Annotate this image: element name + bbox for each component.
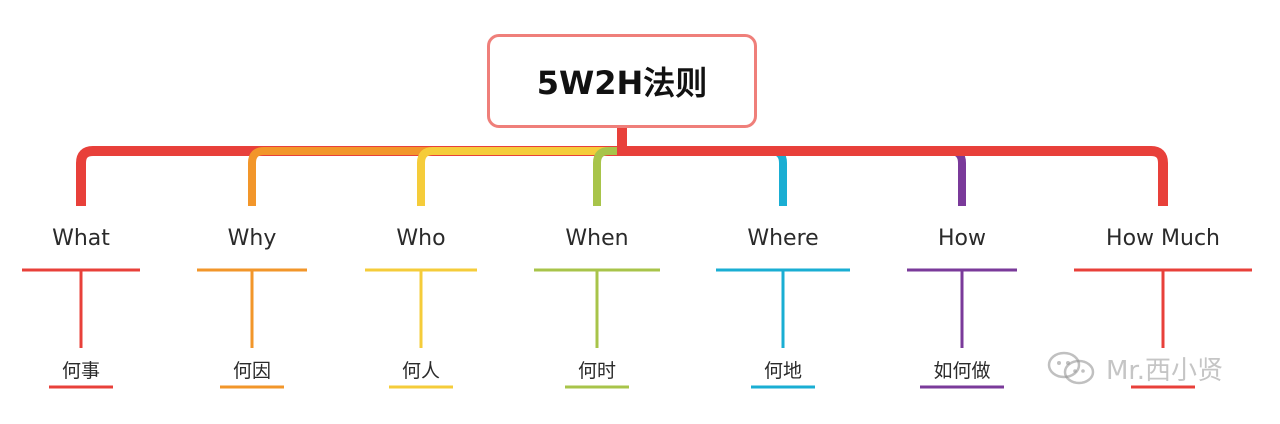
branch-connector <box>622 147 966 206</box>
watermark-text: Mr.西小贤 <box>1106 355 1224 386</box>
branch-label[interactable]: When <box>565 226 629 251</box>
watermark: Mr.西小贤 <box>1046 350 1223 386</box>
sub-label[interactable]: 何事 <box>61 360 101 382</box>
branch-connector <box>622 147 787 206</box>
root-node[interactable]: 5W2H法则 <box>487 34 757 128</box>
branch-7 <box>622 146 1252 389</box>
branch-label[interactable]: What <box>52 226 110 251</box>
root-title: 5W2H法则 <box>536 64 708 102</box>
branch-label[interactable]: Where <box>747 226 819 251</box>
wechat-icon <box>1047 351 1095 385</box>
branch-connector <box>417 147 622 206</box>
sub-label[interactable]: 何人 <box>401 360 441 382</box>
sub-label[interactable]: 如何做 <box>933 360 991 382</box>
branch-connector <box>622 146 1168 206</box>
branch-connector <box>593 147 622 206</box>
branch-connector <box>248 147 622 206</box>
branch-label[interactable]: How Much <box>1106 226 1220 251</box>
branch-label[interactable]: Who <box>396 226 446 251</box>
branch-1 <box>22 146 622 389</box>
branch-label[interactable]: Why <box>227 226 277 251</box>
branch-label[interactable]: How <box>938 226 986 251</box>
sub-label[interactable]: 何时 <box>577 360 617 382</box>
branch-2 <box>197 147 622 389</box>
branch-3 <box>365 147 622 389</box>
sub-label[interactable]: 何地 <box>763 360 803 382</box>
sub-label[interactable]: 何因 <box>232 360 272 382</box>
branch-connector <box>76 146 622 206</box>
branch-4 <box>534 147 660 389</box>
